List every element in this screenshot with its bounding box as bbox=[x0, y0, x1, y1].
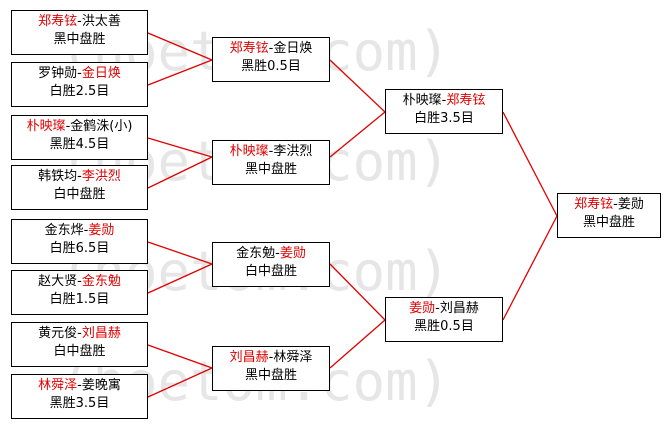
match-result: 白胜2.5目 bbox=[49, 84, 110, 99]
match-result: 黑中盘胜 bbox=[582, 215, 635, 230]
player-one: 郑寿铉 bbox=[229, 41, 269, 56]
player-two: 姜晚寓 bbox=[81, 378, 121, 393]
player-two: 刘昌赫 bbox=[81, 326, 121, 341]
player-one: 赵大贤 bbox=[38, 274, 78, 289]
match-players: 赵大贤-金东勉 bbox=[38, 274, 121, 289]
match-players: 刘昌赫-林舜泽 bbox=[229, 350, 313, 365]
match-result: 黑胜0.5目 bbox=[414, 319, 474, 334]
match-players: 黄元俊-刘昌赫 bbox=[38, 326, 121, 341]
player-two: 李洪烈 bbox=[273, 144, 313, 159]
match-box-final: 郑寿铉-姜勋 黑中盘胜 bbox=[557, 193, 661, 238]
connector-line bbox=[502, 111, 558, 217]
match-box-r1-3: 朴映璨-金鹤洙(小) 黑胜4.5目 bbox=[11, 115, 148, 160]
match-players: 金东烨-姜勋 bbox=[44, 223, 115, 238]
player-two: 姜勋 bbox=[617, 197, 644, 212]
match-box-r1-1: 郑寿铉-洪太善 黑中盘胜 bbox=[11, 10, 148, 55]
match-players: 罗钟勋-金日焕 bbox=[38, 66, 121, 81]
player-one: 姜勋 bbox=[409, 301, 436, 316]
connector-line bbox=[329, 319, 386, 369]
player-one: 林舜泽 bbox=[38, 378, 78, 393]
player-one: 朴映璨 bbox=[229, 144, 269, 159]
player-two: 洪太善 bbox=[81, 14, 121, 29]
match-players: 朴映璨-李洪烈 bbox=[229, 144, 313, 159]
match-players: 韩铁均-李洪烈 bbox=[38, 169, 121, 184]
match-box-r1-5: 金东烨-姜勋 白胜6.5目 bbox=[11, 219, 148, 264]
connector-line bbox=[147, 156, 213, 189]
connector-line bbox=[502, 215, 558, 321]
player-two: 金东勉 bbox=[81, 274, 121, 289]
player-two: 金日焕 bbox=[273, 41, 313, 56]
match-box-r2-1: 郑寿铉-金日焕 黑胜0.5目 bbox=[212, 37, 330, 82]
match-players: 郑寿铉-洪太善 bbox=[38, 14, 121, 29]
player-two: 林舜泽 bbox=[273, 350, 313, 365]
connector-line bbox=[147, 59, 213, 86]
match-box-r3-2: 姜勋-刘昌赫 黑胜0.5目 bbox=[385, 297, 503, 342]
match-result: 黑中盘胜 bbox=[244, 162, 297, 177]
connector-line bbox=[147, 32, 213, 61]
match-box-r1-6: 赵大贤-金东勉 白胜1.5目 bbox=[11, 270, 148, 315]
player-one: 郑寿铉 bbox=[574, 197, 614, 212]
player-one: 朴映璨 bbox=[26, 119, 66, 134]
connector-line bbox=[329, 59, 386, 113]
match-result: 白中盘胜 bbox=[53, 344, 106, 359]
player-two: 金日焕 bbox=[81, 66, 121, 81]
connector-line bbox=[147, 241, 213, 265]
match-box-r1-7: 黄元俊-刘昌赫 白中盘胜 bbox=[11, 322, 148, 367]
connector-line bbox=[147, 263, 213, 294]
match-box-r2-3: 金东勉-姜勋 白中盘胜 bbox=[212, 242, 330, 287]
match-box-r1-8: 林舜泽-姜晚寓 黑胜3.5目 bbox=[11, 374, 148, 419]
match-result: 黑胜3.5目 bbox=[49, 396, 110, 411]
match-box-r2-4: 刘昌赫-林舜泽 黑中盘胜 bbox=[212, 346, 330, 391]
player-one: 朴映璨 bbox=[402, 93, 442, 108]
connector-line bbox=[329, 111, 386, 158]
player-one: 刘昌赫 bbox=[229, 350, 269, 365]
connector-line bbox=[147, 344, 213, 369]
match-result: 黑胜0.5目 bbox=[241, 59, 301, 74]
match-result: 黑胜4.5目 bbox=[49, 137, 110, 152]
match-box-r3-1: 朴映璨-郑寿铉 白胜3.5目 bbox=[385, 89, 503, 134]
match-result: 白胜1.5目 bbox=[49, 292, 110, 307]
match-players: 林舜泽-姜晚寓 bbox=[38, 378, 121, 393]
match-players: 姜勋-刘昌赫 bbox=[409, 301, 479, 316]
match-players: 郑寿铉-姜勋 bbox=[574, 197, 644, 212]
player-one: 韩铁均 bbox=[38, 169, 78, 184]
player-two: 郑寿铉 bbox=[446, 93, 486, 108]
player-one: 黄元俊 bbox=[38, 326, 78, 341]
match-result: 黑中盘胜 bbox=[53, 32, 106, 47]
match-players: 朴映璨-金鹤洙(小) bbox=[26, 119, 133, 134]
match-result: 白中盘胜 bbox=[53, 187, 106, 202]
player-two: 刘昌赫 bbox=[439, 301, 479, 316]
match-players: 朴映璨-郑寿铉 bbox=[402, 93, 486, 108]
connector-line bbox=[329, 263, 386, 321]
match-result: 白胜6.5目 bbox=[49, 241, 110, 256]
connector-line bbox=[147, 367, 213, 398]
player-two: 姜勋 bbox=[279, 246, 306, 261]
match-box-r1-4: 韩铁均-李洪烈 白中盘胜 bbox=[11, 165, 148, 210]
match-box-r1-2: 罗钟勋-金日焕 白胜2.5目 bbox=[11, 62, 148, 107]
match-players: 金东勉-姜勋 bbox=[236, 246, 306, 261]
player-one: 郑寿铉 bbox=[38, 14, 78, 29]
connector-line bbox=[147, 137, 213, 158]
match-box-r2-2: 朴映璨-李洪烈 黑中盘胜 bbox=[212, 140, 330, 185]
player-one: 金东勉 bbox=[236, 246, 276, 261]
match-result: 白胜3.5目 bbox=[414, 111, 474, 126]
match-players: 郑寿铉-金日焕 bbox=[229, 41, 313, 56]
match-result: 白中盘胜 bbox=[244, 264, 297, 279]
player-two: 姜勋 bbox=[88, 223, 115, 238]
player-two: 金鹤洙(小) bbox=[70, 119, 133, 134]
player-one: 罗钟勋 bbox=[38, 66, 78, 81]
player-two: 李洪烈 bbox=[81, 169, 121, 184]
player-one: 金东烨 bbox=[44, 223, 84, 238]
match-result: 黑中盘胜 bbox=[244, 368, 297, 383]
